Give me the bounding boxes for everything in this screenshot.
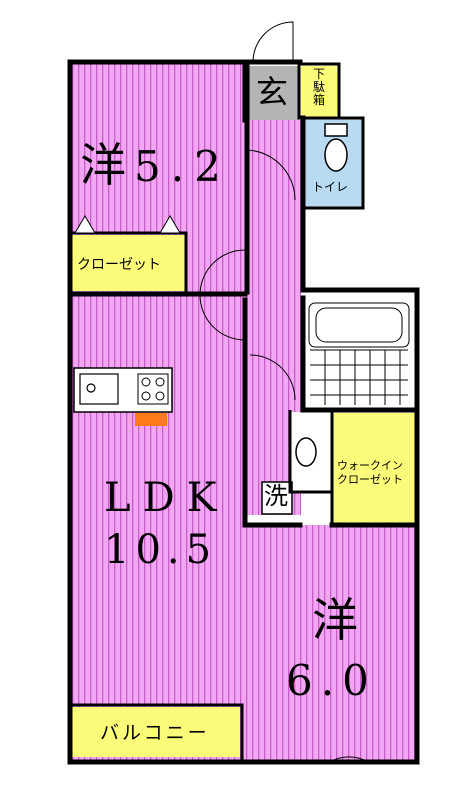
walk-in-closet-area <box>332 413 415 523</box>
ldk-name: LDK <box>104 475 229 521</box>
western-room-2-size: 6.0 <box>286 656 377 705</box>
toilet-label: トイレ <box>312 180 349 194</box>
shoe-box-area <box>301 66 337 118</box>
walk-in-closet-label-2: クローゼット <box>337 473 403 486</box>
balcony-area <box>72 707 240 757</box>
kitchen-counter <box>73 367 173 413</box>
walk-in-closet-label-1: ウォークイン <box>337 459 403 472</box>
stove-mark <box>135 413 167 426</box>
closet-label: クローゼット <box>77 257 161 273</box>
western-room-1-kanji: 洋 <box>80 138 126 192</box>
western-room-2-floor <box>245 525 417 762</box>
shoe-box-label: 下駄箱 <box>313 67 326 107</box>
ldk-size: 10.5 <box>104 527 218 573</box>
bathroom <box>303 298 413 408</box>
entrance-floor <box>249 66 299 120</box>
western-room-1-size: 5.2 <box>134 142 231 191</box>
western-room-2-kanji: 洋 <box>312 593 358 647</box>
washer-label: 洗 <box>264 482 288 510</box>
balcony-label: バルコニー <box>100 722 210 744</box>
entrance-label: 玄 <box>256 73 289 111</box>
closet-area <box>72 235 186 291</box>
